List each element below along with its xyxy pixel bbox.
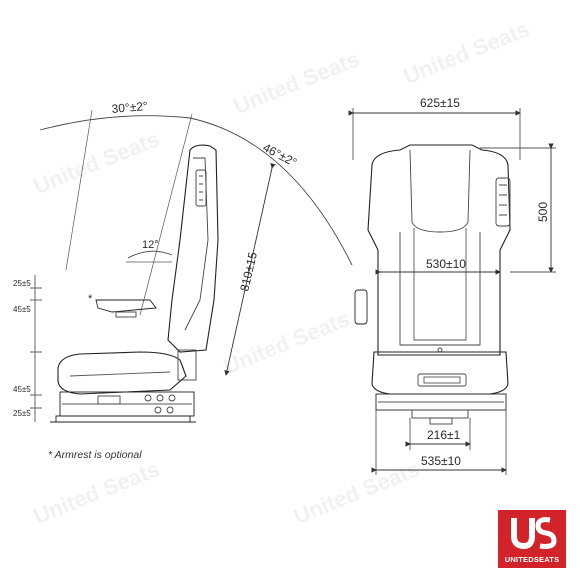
backrest-outline	[167, 144, 219, 353]
us-mark-icon	[511, 517, 557, 550]
armrest-note: * Armrest is optional	[48, 449, 142, 461]
side-view	[30, 109, 353, 423]
adj-upper-label: 45±5	[13, 305, 31, 314]
range-arc	[189, 117, 353, 266]
unitedseats-logo: UNITEDSEATS	[498, 510, 566, 568]
adj-lower-label: 45±5	[13, 385, 31, 394]
slide-rails	[55, 415, 191, 423]
backrest-height-label: 500	[536, 202, 550, 222]
base-mount-label: 216±1	[427, 428, 461, 442]
adj-bottom-label: 25±5	[13, 409, 31, 418]
backrest-width-label: 530±10	[426, 257, 466, 271]
logo-wordmark: UNITEDSEATS	[504, 555, 560, 564]
tilt-label: 12°	[142, 239, 159, 251]
height-dim-line	[224, 163, 276, 376]
recline-label: 30°±2°	[111, 99, 148, 116]
armrest	[95, 299, 157, 313]
tilt-arc	[127, 250, 173, 259]
armrest-marker: *	[88, 293, 93, 305]
base-width-label: 535±10	[421, 454, 461, 468]
front-backrest	[367, 144, 511, 356]
top-width-label: 625±15	[420, 96, 460, 110]
seat-cushion	[57, 351, 187, 395]
front-view	[348, 108, 556, 475]
front-seat	[371, 351, 509, 395]
adj-top-label: 25±5	[13, 279, 31, 288]
recline-arc	[39, 115, 191, 131]
height-label: 810±15	[237, 250, 260, 292]
